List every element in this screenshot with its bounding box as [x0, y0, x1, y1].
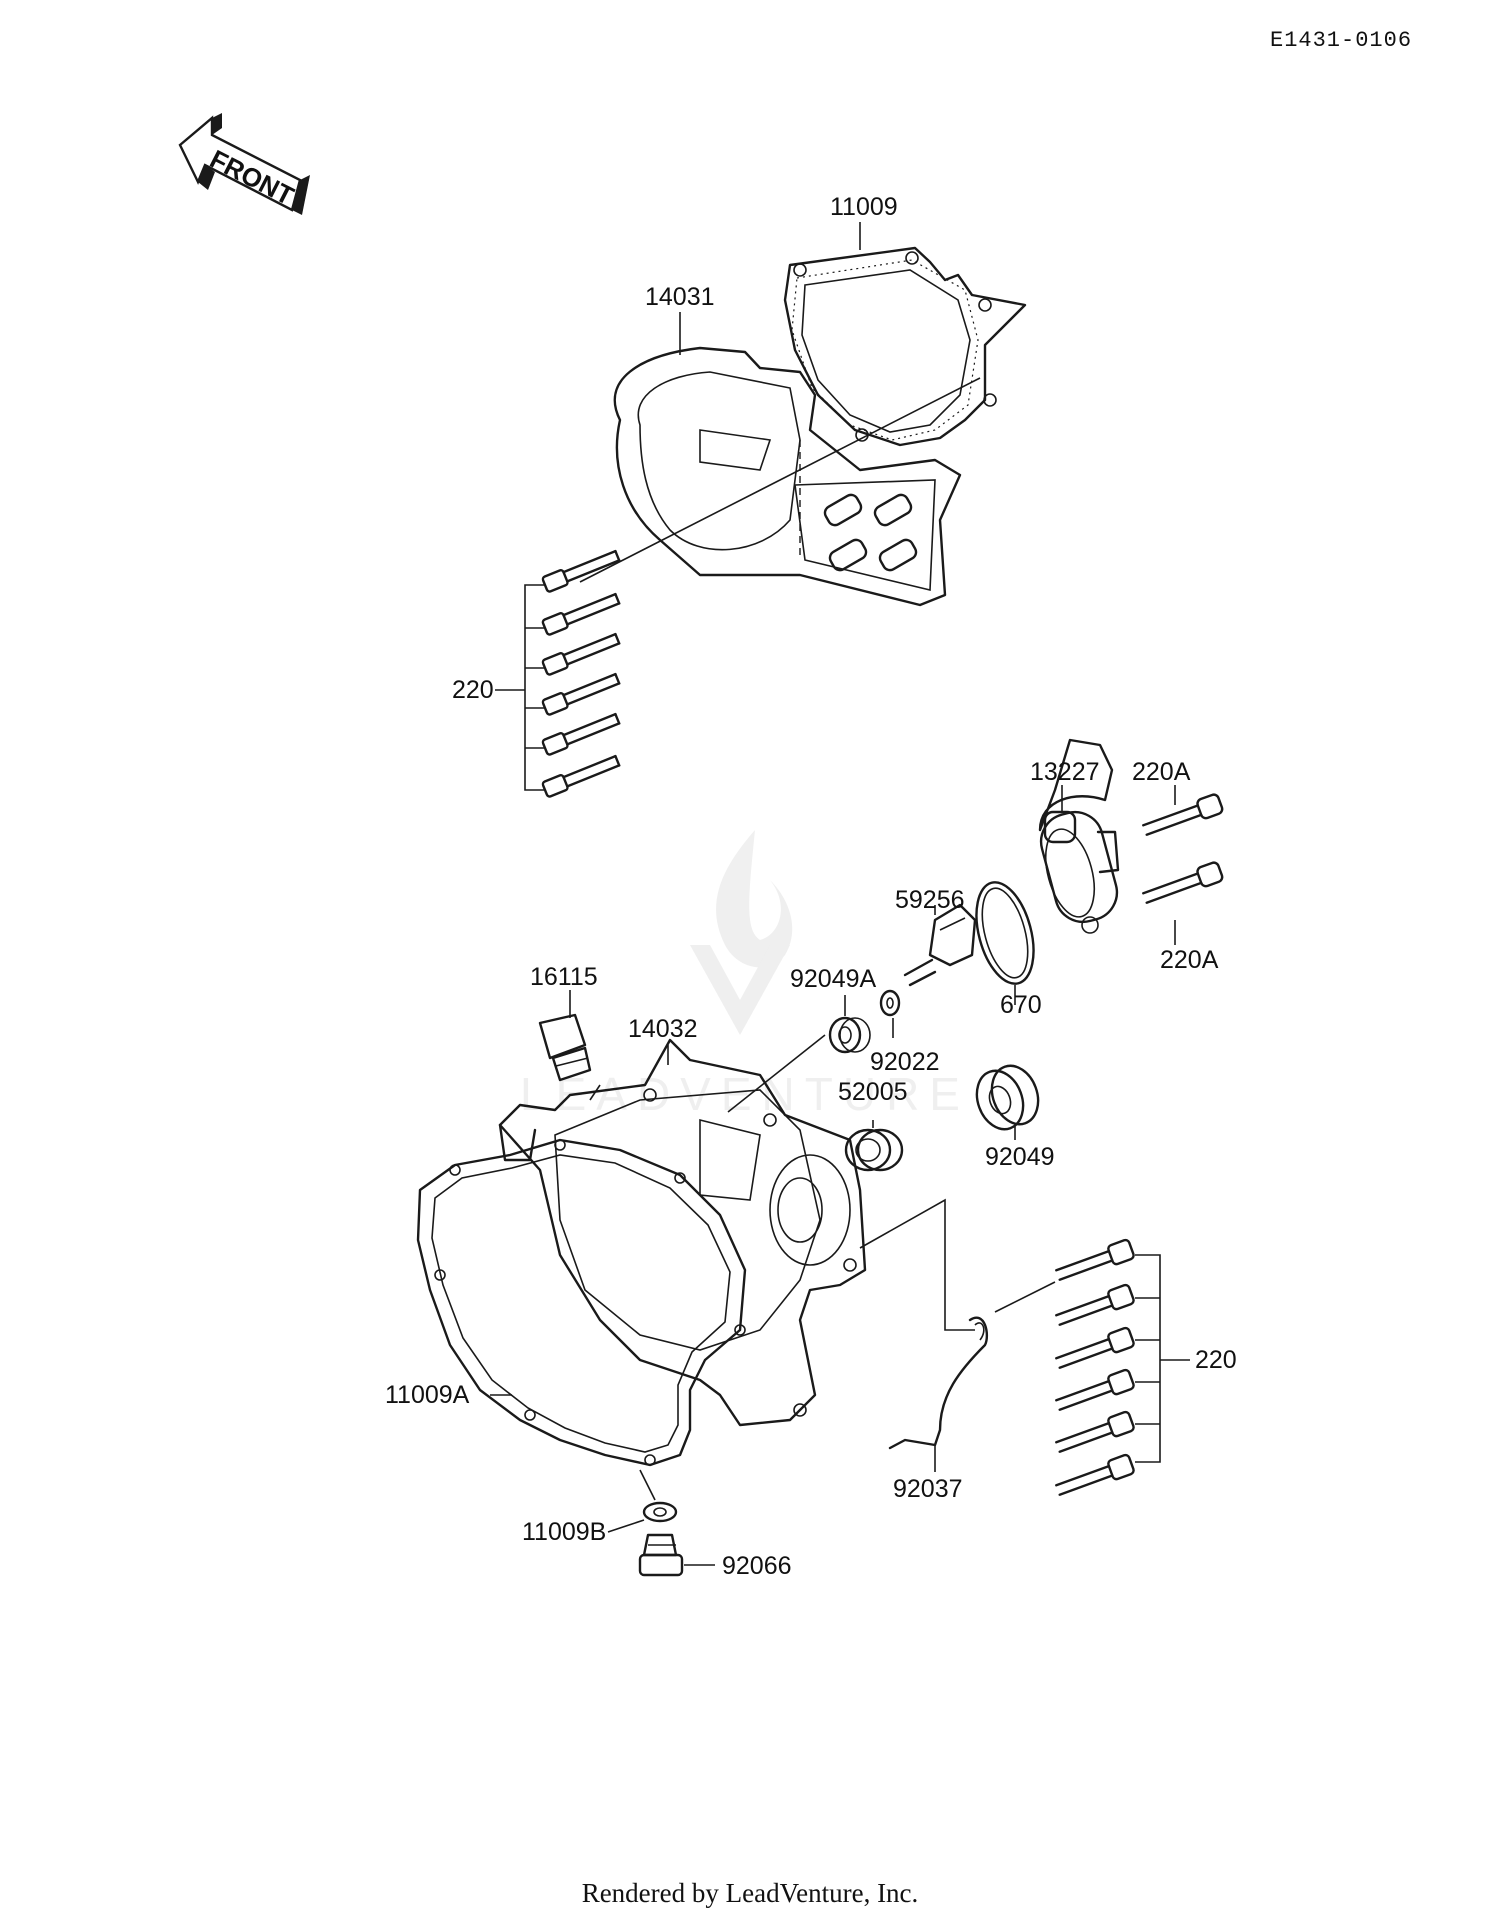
- label-11009: 11009: [830, 193, 898, 221]
- pump-cover-13227-drawing: [1038, 738, 1120, 934]
- label-14032: 14032: [628, 1015, 698, 1043]
- diagram-id: E1431-0106: [1270, 28, 1413, 53]
- cover-14032-drawing: [498, 1034, 867, 1427]
- plug-92066-drawing: [638, 1533, 684, 1577]
- washer-11009B-drawing: [642, 1501, 678, 1523]
- label-11009A: 11009A: [385, 1381, 470, 1409]
- bolts-220A-drawing: [1142, 793, 1224, 904]
- seal-92049-drawing: [975, 1064, 1040, 1131]
- bolts-220-top-drawing: [495, 549, 621, 798]
- impeller-59256-drawing: [903, 903, 977, 987]
- bolts-220-bottom-drawing: [1055, 1238, 1190, 1496]
- gasket-11009-drawing: [783, 246, 1027, 447]
- label-14031: 14031: [645, 283, 715, 311]
- gasket-11009A-drawing: [416, 1138, 747, 1501]
- label-13227: 13227: [1030, 758, 1100, 786]
- label-220-bottom: 220: [1195, 1346, 1237, 1374]
- bearing-52005-drawing: [844, 1128, 904, 1172]
- o-ring-670-drawing: [975, 881, 1035, 985]
- label-220A-upper: 220A: [1132, 758, 1191, 786]
- front-arrow-label: FRONT: [205, 144, 299, 211]
- label-92066: 92066: [722, 1552, 792, 1580]
- label-92049A: 92049A: [790, 965, 877, 993]
- front-arrow: FRONT: [178, 113, 310, 215]
- label-220-top: 220: [452, 676, 494, 704]
- watermark-flame-icon: [716, 830, 793, 968]
- watermark-v-icon: [690, 945, 790, 1035]
- part-labels: 11009 14031 220 13227 220A 220A 59256 67…: [385, 193, 1237, 1580]
- label-92022: 92022: [870, 1048, 940, 1076]
- label-52005: 52005: [838, 1078, 908, 1106]
- label-16115: 16115: [530, 963, 598, 991]
- pipe-92037-drawing: [859, 1198, 1056, 1450]
- seal-92049A-drawing: [828, 1016, 871, 1054]
- label-92037: 92037: [893, 1475, 963, 1503]
- label-59256: 59256: [895, 886, 965, 914]
- label-92049: 92049: [985, 1143, 1055, 1171]
- leader-lines: [490, 222, 1176, 1566]
- label-220A-lower: 220A: [1160, 946, 1219, 974]
- label-670: 670: [1000, 991, 1042, 1019]
- label-11009B: 11009B: [522, 1518, 606, 1546]
- washer-92022-drawing: [879, 989, 901, 1017]
- cover-14031-drawing: [579, 346, 981, 607]
- cap-16115-drawing: [538, 1013, 592, 1082]
- footer-credit: Rendered by LeadVenture, Inc.: [581, 1878, 919, 1908]
